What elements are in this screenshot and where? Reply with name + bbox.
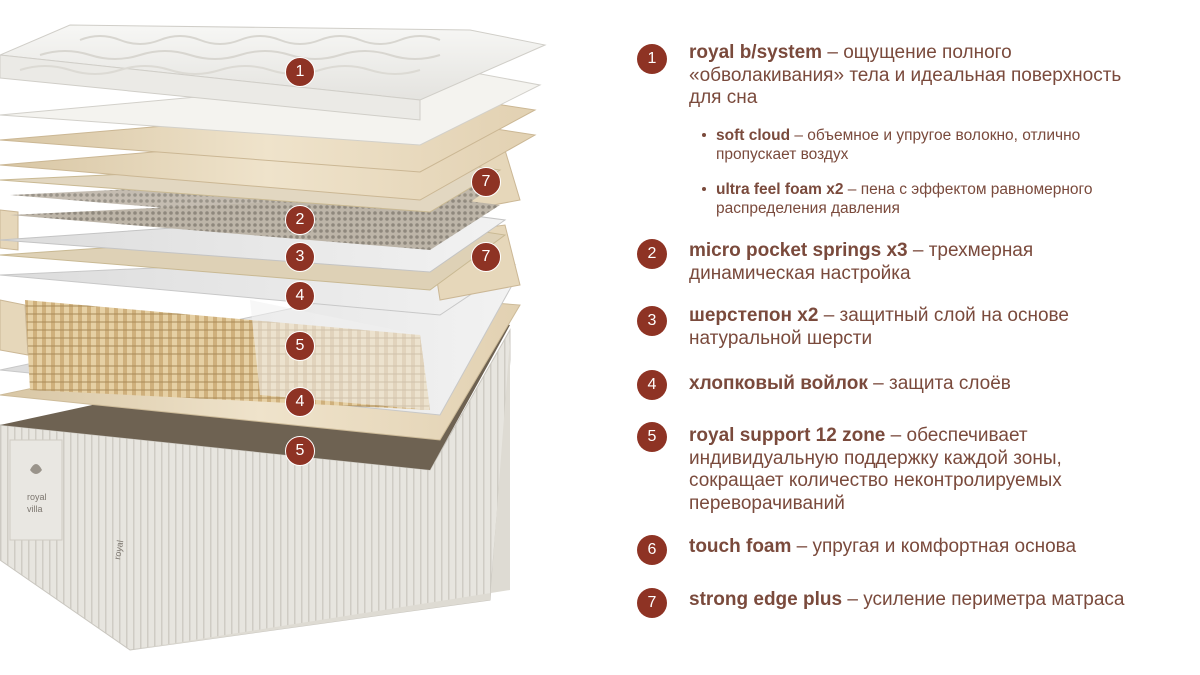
legend-item-title: strong edge plus (689, 589, 843, 610)
legend-item-desc: – усиление периметра матраса (842, 589, 1125, 610)
mattress-cutaway-drawing: royal villa royal (0, 24, 547, 651)
mattress-illustration: royal villa royal 1 7 2 3 7 (0, 24, 547, 651)
marker-4: 4 (285, 387, 315, 417)
legend-subitem-ultra-feel-foam: ultra feel foam x2 – пена с эффектом рав… (716, 180, 1156, 218)
legend-number: 1 (637, 44, 667, 74)
subitem-desc: – объемное и упругое волокно, отлично пр… (716, 127, 1081, 163)
subitem-desc: – пена с эффектом равномерного распредел… (716, 181, 1093, 217)
bullet-dot (702, 133, 706, 137)
legend-item-wool-layer: шерстепон х2 – защитный слой на основе н… (689, 305, 1159, 350)
marker-5: 5 (285, 331, 315, 361)
legend-subitem-soft-cloud: soft cloud – объемное и упругое волокно,… (716, 126, 1156, 164)
marker-4: 4 (285, 281, 315, 311)
legend-item-title: royal b/system (689, 42, 823, 63)
brand-line2: villa (27, 504, 43, 514)
legend-number: 5 (637, 422, 667, 452)
legend-item-title: хлопковый войлок (689, 373, 868, 394)
marker-7: 7 (471, 242, 501, 272)
legend-number: 4 (637, 370, 667, 400)
bullet-dot (702, 187, 706, 191)
legend-item-title: micro pocket springs x3 (689, 240, 908, 261)
legend-item-royal-b-system: royal b/system – ощущение полного «обвол… (689, 42, 1159, 110)
legend-item-desc: – ощущение полного «обволакивания» тела … (689, 42, 1122, 108)
marker-7: 7 (471, 167, 501, 197)
subitem-title: ultra feel foam x2 (716, 181, 844, 198)
legend-item-desc: – упругая и комфортная основа (791, 536, 1077, 557)
brand-line1: royal (27, 492, 47, 502)
legend-item-micro-pocket-springs: micro pocket springs x3 – трехмерная дин… (689, 240, 1159, 285)
legend-number: 6 (637, 535, 667, 565)
legend-item-strong-edge: strong edge plus – усиление периметра ма… (689, 589, 1159, 612)
marker-1: 1 (285, 57, 315, 87)
crown-icon (30, 464, 42, 474)
legend-item-title: royal support 12 zone (689, 425, 886, 446)
legend-number: 3 (637, 306, 667, 336)
subitem-title: soft cloud (716, 127, 791, 144)
legend-item-royal-support: royal support 12 zone – обеспечивает инд… (689, 425, 1159, 515)
legend-number: 7 (637, 588, 667, 618)
legend-item-title: touch foam (689, 536, 792, 557)
legend-item-touch-foam: touch foam – упругая и комфортная основа (689, 536, 1159, 559)
legend-item-cotton-felt: хлопковый войлок – защита слоёв (689, 373, 1159, 396)
legend-item-desc: – трехмерная динамическая настройка (689, 240, 1034, 284)
legend-item-desc: – защита слоёв (867, 373, 1011, 394)
marker-2: 2 (285, 205, 315, 235)
legend-item-desc: – защитный слой на основе натуральной ше… (689, 305, 1069, 349)
legend-item-title: шерстепон х2 (689, 305, 819, 326)
marker-3: 3 (285, 242, 315, 272)
side-logo: royal (112, 539, 125, 560)
legend-item-desc: – обеспечивает индивидуальную поддержку … (689, 425, 1062, 514)
legend-number: 2 (637, 239, 667, 269)
marker-5: 5 (285, 436, 315, 466)
